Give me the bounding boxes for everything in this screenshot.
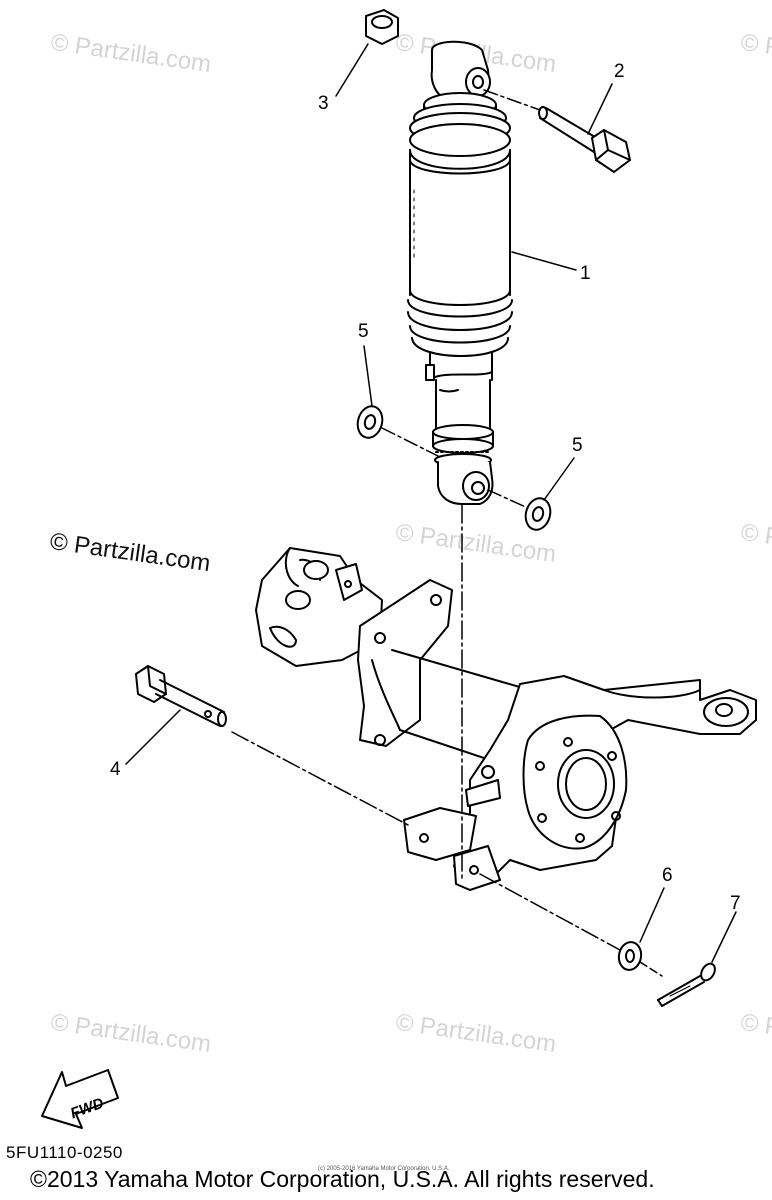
washer [524, 497, 552, 531]
callout-7: 7 [730, 893, 741, 914]
long-bolt [135, 665, 227, 727]
alignment-lines [231, 89, 663, 977]
callout-1: 1 [580, 263, 591, 284]
callout-4: 4 [110, 759, 121, 780]
washer [356, 405, 384, 439]
bolt [538, 106, 631, 173]
cotter-pin [657, 962, 716, 1007]
callout-5: 5 [572, 435, 583, 456]
callout-6: 6 [662, 865, 673, 886]
diagram-code: 5FU1110-0250 [6, 1143, 123, 1162]
callout-5: 5 [358, 321, 369, 342]
callout-3: 3 [318, 93, 329, 114]
leader-lines [125, 43, 737, 963]
shock-absorber [407, 40, 513, 505]
fwd-arrow-icon [41, 1069, 119, 1129]
callout-2: 2 [614, 61, 625, 82]
copyright-notice: ©2013 Yamaha Motor Corporation, U.S.A. A… [30, 1166, 655, 1192]
knuckle-assembly [255, 547, 757, 891]
washer [617, 941, 643, 971]
nut [365, 9, 399, 45]
small-copyright: (c) 2005-2016 Yamaha Motor Corporation, … [318, 1166, 450, 1172]
